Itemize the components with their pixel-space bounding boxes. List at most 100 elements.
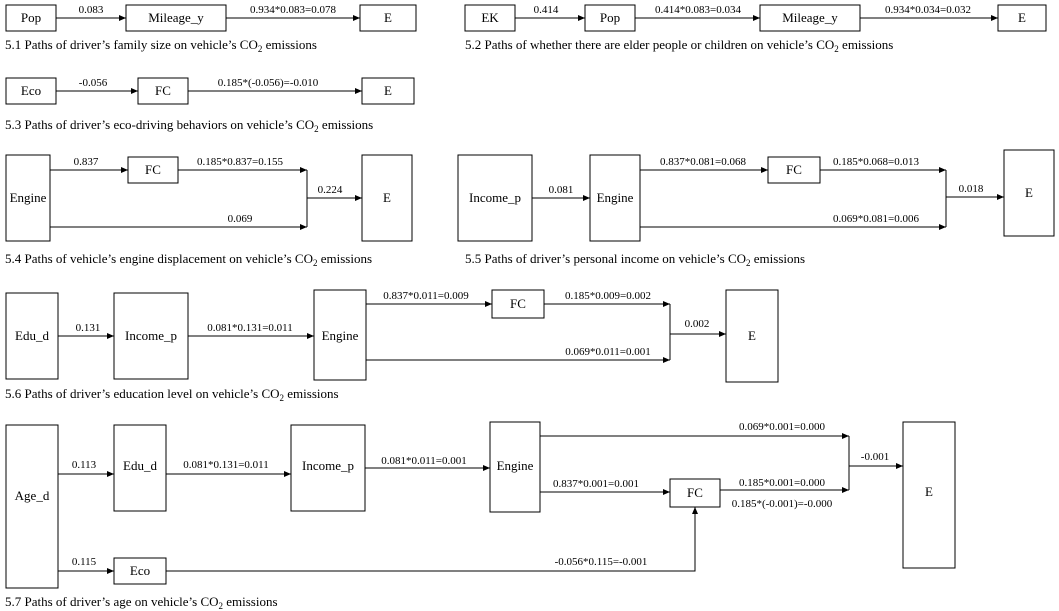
diagram-5-6: Edu_d Income_p Engine FC E 0.131 0.081*0…	[5, 289, 779, 403]
node-e-label: E	[1025, 185, 1033, 200]
node-fc	[767, 156, 821, 184]
edge-coefficient: 0.018	[959, 183, 984, 195]
edge-coefficient: 0.185*0.837=0.155	[197, 156, 283, 168]
edge-coefficient: -0.056	[79, 77, 108, 89]
node-eco-label: Eco	[21, 83, 41, 98]
node-e-label: E	[925, 484, 933, 499]
node-pop-label: Pop	[600, 10, 620, 25]
node-e	[1003, 149, 1055, 237]
node-e-label: E	[384, 10, 392, 25]
edge-coefficient: 0.185*0.009=0.002	[565, 290, 651, 302]
node-mileage	[759, 4, 861, 32]
node-ek-label: EK	[481, 10, 499, 25]
node-engine-label: Engine	[322, 328, 359, 343]
node-pop-label: Pop	[21, 10, 41, 25]
edge-coefficient: 0.185*0.068=0.013	[833, 156, 919, 168]
node-fc-label: FC	[510, 296, 526, 311]
figure-caption: 5.5 Paths of driver’s personal income on…	[465, 251, 805, 268]
node-engine-label: Engine	[497, 458, 534, 473]
edge-coefficient: 0.083	[79, 4, 104, 16]
node-e	[725, 289, 779, 383]
edge-coefficient: 0.934*0.083=0.078	[250, 4, 336, 16]
diagram-5-7: Age_d Edu_d Income_p Engine FC Eco E 0.1…	[5, 421, 956, 611]
node-e	[361, 77, 415, 105]
edge-coefficient: 0.185*(-0.056)=-0.010	[218, 77, 319, 89]
diagram-5-5: Income_p Engine FC E 0.081 0.837*0.081=0…	[457, 149, 1055, 268]
node-e-label: E	[383, 190, 391, 205]
node-edu-label: Edu_d	[15, 328, 49, 343]
node-e-label: E	[748, 328, 756, 343]
node-edu-label: Edu_d	[123, 458, 157, 473]
edge-coefficient: 0.837*0.001=0.001	[553, 478, 639, 490]
figure-caption: 5.7 Paths of driver’s age on vehicle’s C…	[5, 594, 278, 611]
node-income-label: Income_p	[469, 190, 521, 205]
node-e-label: E	[1018, 10, 1026, 25]
node-fc	[491, 289, 545, 319]
edge-arrow	[166, 507, 698, 572]
edge-coefficient: 0.837*0.011=0.009	[383, 290, 469, 302]
node-engine	[5, 154, 51, 242]
node-edu	[5, 292, 59, 380]
edge-coefficient: 0.131	[76, 322, 101, 334]
edge-coefficient: 0.113	[72, 459, 97, 471]
edge-coefficient: 0.837*0.081=0.068	[660, 156, 746, 168]
edge-coefficient: 0.414	[534, 4, 559, 16]
edge-coefficient: 0.115	[72, 556, 97, 568]
node-mileage	[125, 4, 227, 32]
node-e	[359, 4, 417, 32]
node-eco-label: Eco	[130, 563, 150, 578]
diagram-5-2: EK Pop Mileage_y E 0.414 0.414*0.083=0.0…	[464, 4, 1047, 54]
figure-caption: 5.2 Paths of whether there are elder peo…	[465, 37, 893, 54]
node-income	[290, 424, 366, 512]
node-mileage-label: Mileage_y	[782, 10, 838, 25]
edge-coefficient: 0.224	[318, 184, 343, 196]
node-engine-label: Engine	[10, 190, 47, 205]
edge-coefficient: -0.056*0.115=-0.001	[555, 556, 648, 568]
node-engine	[589, 154, 641, 242]
edge-coefficient: 0.081	[549, 184, 574, 196]
node-age-label: Age_d	[15, 488, 50, 503]
node-fc-label: FC	[145, 162, 161, 177]
node-e	[902, 421, 956, 569]
node-income	[457, 154, 533, 242]
edge-coefficient: 0.069*0.001=0.000	[739, 421, 825, 433]
node-fc-label: FC	[786, 162, 802, 177]
diagram-5-3: Eco FC E -0.056 0.185*(-0.056)=-0.010 5.…	[5, 77, 415, 134]
node-e	[997, 4, 1047, 32]
node-edu	[113, 424, 167, 512]
node-fc-label: FC	[687, 485, 703, 500]
edge-coefficient: 0.837	[74, 156, 99, 168]
node-ek	[464, 4, 516, 32]
node-engine-label: Engine	[597, 190, 634, 205]
node-e-label: E	[384, 83, 392, 98]
node-income-label: Income_p	[302, 458, 354, 473]
node-pop	[5, 4, 57, 32]
node-income-label: Income_p	[125, 328, 177, 343]
edge-coefficient: 0.069*0.081=0.006	[833, 213, 919, 225]
node-fc-label: FC	[155, 83, 171, 98]
node-e	[361, 154, 413, 242]
figure-caption: 5.6 Paths of driver’s education level on…	[5, 386, 339, 403]
node-income	[113, 292, 189, 380]
edge-coefficient: 0.069*0.011=0.001	[565, 346, 651, 358]
figure-caption: 5.3 Paths of driver’s eco-driving behavi…	[5, 117, 373, 134]
edge-coefficient: 0.414*0.083=0.034	[655, 4, 741, 16]
diagram-5-4: Engine FC E 0.837 0.185*0.837=0.155 0.06…	[5, 154, 413, 268]
edge-coefficient: 0.081*0.011=0.001	[381, 455, 467, 467]
edge-coefficient: 0.069	[228, 213, 253, 225]
node-mileage-label: Mileage_y	[148, 10, 204, 25]
node-engine	[313, 289, 367, 381]
edge-coefficient: -0.001	[861, 451, 889, 463]
figure-caption: 5.4 Paths of vehicle’s engine displaceme…	[5, 251, 372, 268]
edge-coefficient: 0.002	[685, 318, 710, 330]
figure-caption: 5.1 Paths of driver’s family size on veh…	[5, 37, 317, 54]
edge-coefficient: 0.081*0.131=0.011	[183, 459, 269, 471]
edge-coefficient: 0.185*(-0.001)=-0.000	[732, 498, 833, 510]
edge-coefficient: 0.081*0.131=0.011	[207, 322, 293, 334]
diagram-5-1: Pop Mileage_y E 0.083 0.934*0.083=0.078 …	[5, 4, 417, 54]
node-age	[5, 424, 59, 589]
node-engine	[489, 421, 541, 513]
edge-coefficient: 0.934*0.034=0.032	[885, 4, 971, 16]
edge-coefficient: 0.185*0.001=0.000	[739, 477, 825, 489]
